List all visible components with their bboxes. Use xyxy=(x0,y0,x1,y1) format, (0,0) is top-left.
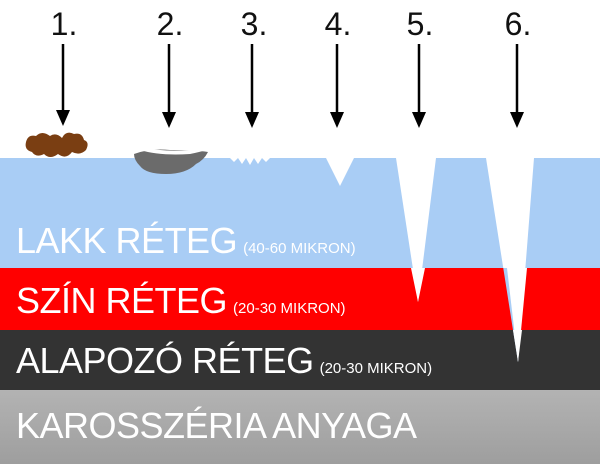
alapozo-layer-label: ALAPOZÓ RÉTEG (20-30 MIKRON) xyxy=(16,340,432,382)
marker-3-label: 3. xyxy=(240,6,268,42)
arrow-3 xyxy=(245,44,259,128)
arrow-5 xyxy=(412,44,426,128)
layer-lakk xyxy=(0,158,600,362)
arrow-1 xyxy=(56,44,70,126)
szin-layer-label: SZÍN RÉTEG (20-30 MIKRON) xyxy=(16,280,346,322)
stain-highlight xyxy=(140,148,206,155)
szin-layer-name: SZÍN RÉTEG xyxy=(16,280,228,321)
arrow-2 xyxy=(162,44,176,128)
lakk-layer-thickness: (40-60 MIKRON) xyxy=(243,240,356,257)
layer-karosszeria xyxy=(0,390,600,464)
scratch-6-void-lower xyxy=(513,330,522,362)
marker-1-label: 1. xyxy=(50,6,78,42)
marker-5-label: 5. xyxy=(406,6,434,42)
marker-6-label: 6. xyxy=(504,6,532,42)
marker-4-label: 4. xyxy=(324,6,352,42)
karosszeria-layer-name: KAROSSZÉRIA ANYAGA xyxy=(16,405,417,446)
szin-layer-thickness: (20-30 MIKRON) xyxy=(233,300,346,317)
stain-spot xyxy=(134,149,208,174)
lakk-layer-name: LAKK RÉTEG xyxy=(16,220,238,261)
lakk-layer-label: LAKK RÉTEG (40-60 MIKRON) xyxy=(16,220,356,262)
dirt-particles xyxy=(25,132,88,157)
alapozo-layer-name: ALAPOZÓ RÉTEG xyxy=(16,340,314,381)
scratch-5-void xyxy=(411,268,425,302)
layer-alapozo xyxy=(0,330,600,390)
arrow-4 xyxy=(330,44,344,128)
scratch-6-void xyxy=(507,268,527,362)
marker-2-label: 2. xyxy=(156,6,184,42)
layer-szin xyxy=(0,268,600,330)
alapozo-layer-thickness: (20-30 MIKRON) xyxy=(319,360,433,377)
arrow-6 xyxy=(510,44,524,128)
karosszeria-layer-label: KAROSSZÉRIA ANYAGA xyxy=(16,405,417,447)
